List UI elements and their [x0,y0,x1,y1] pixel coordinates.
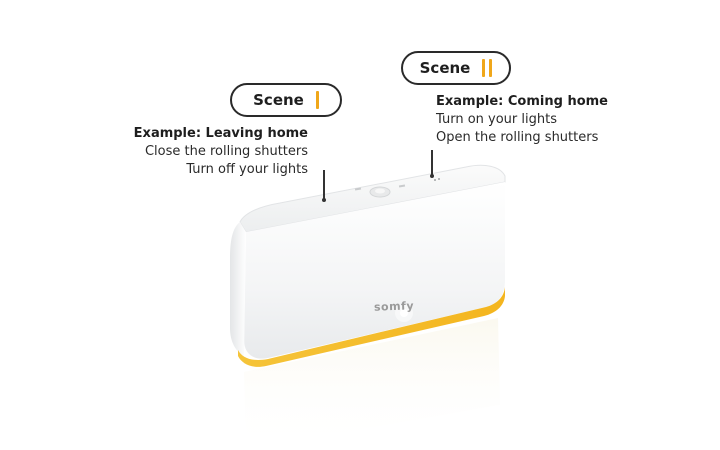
scene-two-description: Example: Coming home Turn on your lights… [436,93,608,147]
scene-two-bars-icon [482,59,493,77]
scene-one-label: Scene [253,91,304,109]
scene-one-action: Turn off your lights [186,162,308,177]
callout-dot-scene-two [430,174,434,178]
callout-line-scene-one [323,170,325,200]
scene-two-badge: Scene [401,51,511,85]
scene-one-description: Example: Leaving home Close the rolling … [134,125,308,179]
brand-logo: somfy [373,299,415,314]
scene-one-action: Close the rolling shutters [144,144,308,159]
scene-two-example-title: Example: Coming home [436,94,608,109]
scene-one-badge: Scene [230,83,342,117]
scene-one-example-title: Example: Leaving home [133,126,308,141]
scene-two-action: Turn on your lights [436,112,557,127]
scene-two-action: Open the rolling shutters [436,130,599,145]
scene-one-bar-icon [315,91,319,109]
callout-dot-scene-one [322,198,326,202]
scene-two-label: Scene [419,59,471,77]
callout-line-scene-two [431,150,433,176]
